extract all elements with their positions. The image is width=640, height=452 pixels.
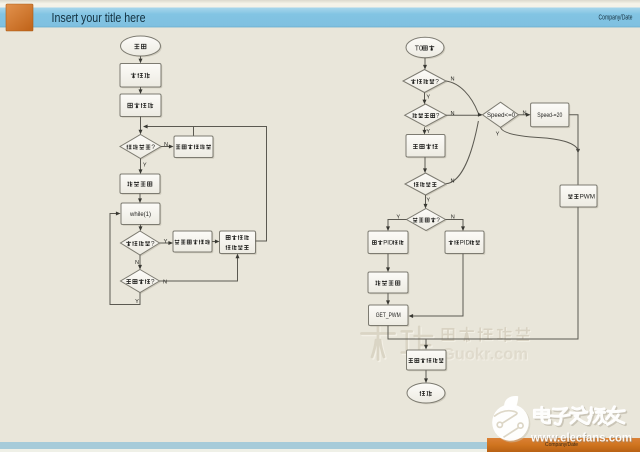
- svg-text:N: N: [135, 260, 139, 266]
- svg-text:?: ?: [436, 113, 440, 120]
- svg-text:?: ?: [151, 279, 155, 286]
- svg-text:N: N: [450, 178, 454, 184]
- svg-text:Speed<=0: Speed<=0: [487, 112, 515, 119]
- svg-text:Y: Y: [496, 131, 500, 137]
- svg-text:Y: Y: [396, 215, 400, 221]
- svg-text:Insert your title here: Insert your title here: [52, 10, 146, 25]
- svg-text:N: N: [522, 111, 526, 117]
- svg-text:Y: Y: [426, 198, 430, 204]
- svg-text:N: N: [450, 111, 454, 117]
- svg-text:Company/Date: Company/Date: [545, 442, 578, 448]
- svg-text:?: ?: [151, 241, 155, 248]
- svg-text:N: N: [163, 279, 167, 285]
- svg-text:www.elecfans.com: www.elecfans.com: [531, 432, 633, 446]
- svg-text:?: ?: [151, 144, 155, 151]
- svg-text:N: N: [451, 215, 455, 221]
- svg-text:Guokr.com: Guokr.com: [442, 346, 528, 364]
- svg-text:PID: PID: [460, 241, 471, 247]
- svg-text:Y: Y: [426, 129, 430, 135]
- svg-text:T0: T0: [415, 45, 423, 52]
- svg-text:PID: PID: [383, 241, 394, 247]
- svg-text:Y: Y: [135, 299, 139, 305]
- svg-text:PWM: PWM: [580, 194, 595, 201]
- svg-text:while(1): while(1): [129, 211, 151, 218]
- svg-text:Guokr.com: Guokr.com: [443, 346, 529, 364]
- svg-text:N: N: [164, 142, 168, 148]
- svg-text:Company/Date: Company/Date: [599, 14, 633, 21]
- svg-text:www.elecfans.com: www.elecfans.com: [530, 431, 632, 445]
- svg-text:Y: Y: [164, 239, 168, 245]
- svg-text:Speed-=20: Speed-=20: [537, 112, 562, 119]
- svg-text:Y: Y: [426, 94, 430, 100]
- svg-text:?: ?: [436, 217, 440, 224]
- svg-text:N: N: [450, 76, 454, 82]
- svg-text:GET_PWM: GET_PWM: [376, 312, 401, 319]
- svg-text:?: ?: [435, 79, 439, 86]
- svg-text:Y: Y: [143, 163, 147, 169]
